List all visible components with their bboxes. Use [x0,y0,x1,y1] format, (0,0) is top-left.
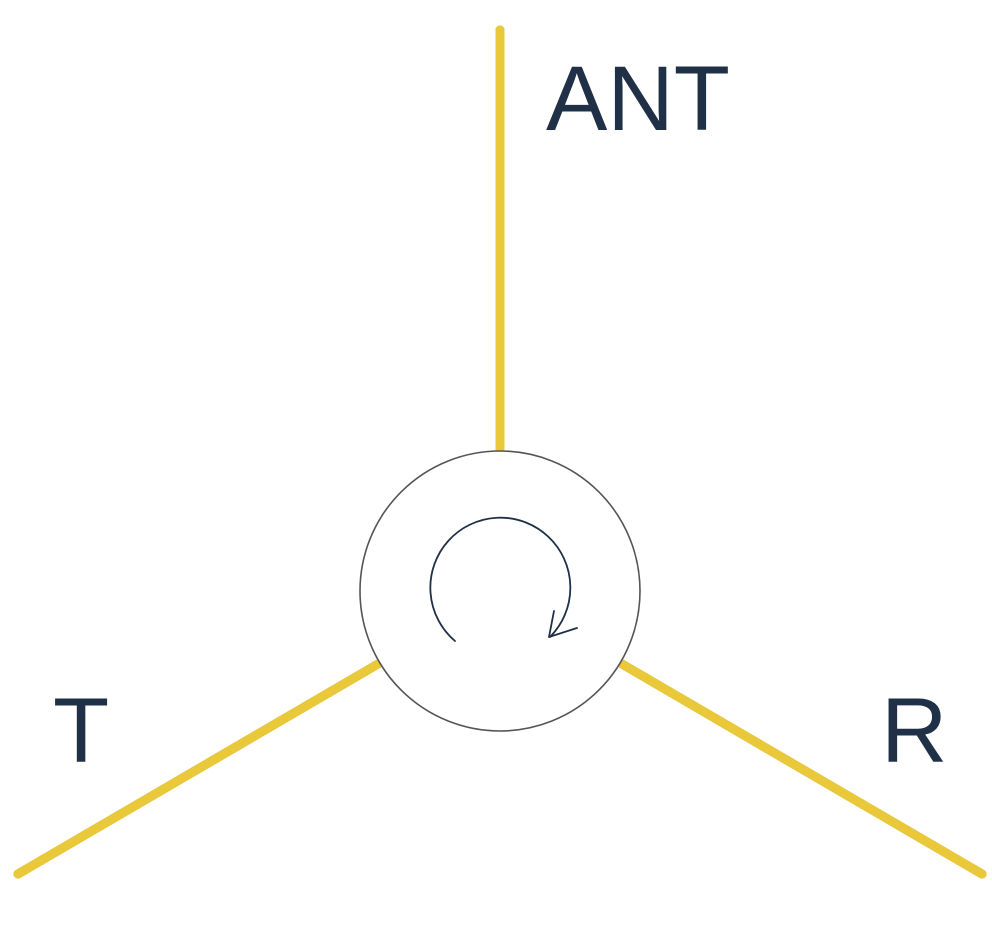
circulator-body [359,450,641,732]
transmit-port-line [13,659,383,879]
circulation-arc [429,516,572,642]
transmit-port-label: T [53,680,109,782]
clockwise-circulation-arrow-icon [429,516,578,642]
receive-port-line [617,659,987,879]
circulation-arrowhead [548,610,578,638]
receive-port-line-fill [617,659,987,879]
receive-port-label: R [881,680,947,782]
transmit-port-line-fill [13,659,383,879]
antenna-port-label: ANT [546,48,730,150]
